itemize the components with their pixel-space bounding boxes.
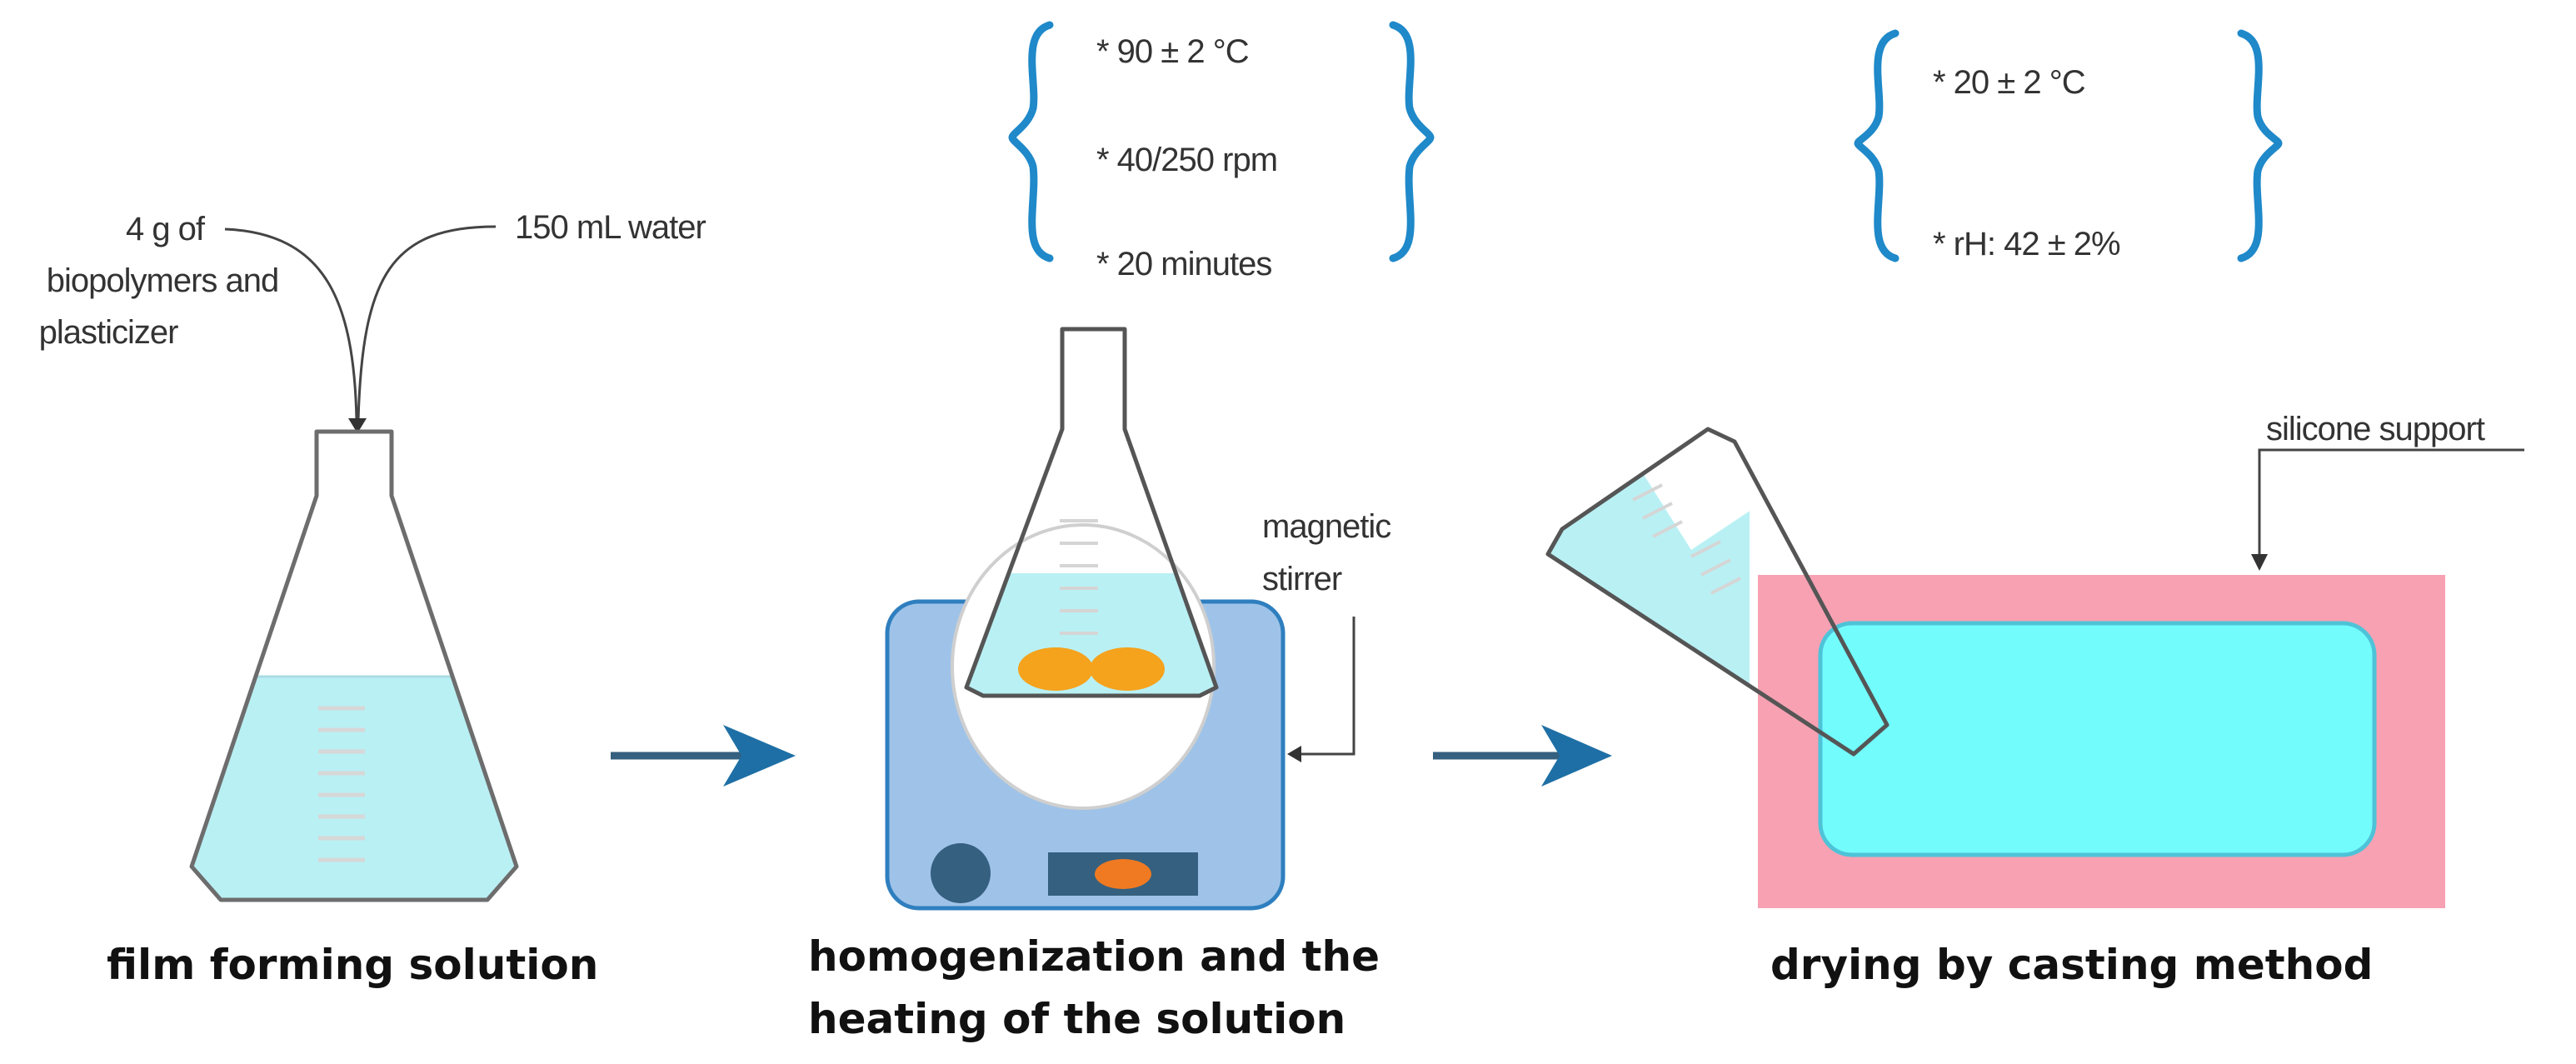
support-callout-head: [2251, 554, 2268, 571]
pouring-flask-outline: [1545, 427, 1890, 757]
input-arrow-right: [357, 225, 497, 422]
cast-film: [1818, 621, 2377, 857]
support-label: silicone support: [2266, 411, 2485, 447]
stage-drying: * 20 ± 2 °C * rH: 42 ± 2% silicone suppo…: [1545, 29, 2524, 989]
stirrer-knob: [931, 843, 991, 903]
flask-outline: [189, 429, 519, 902]
stage-homogenization: * 90 ± 2 °C * 40/250 rpm * 20 minutes: [808, 21, 1435, 1043]
stir-bar-right: [1090, 647, 1165, 691]
caption-heating: heating of the solution: [808, 995, 1345, 1043]
stirrer-callout-head: [1287, 746, 1301, 762]
conditions-brace-right: [1389, 21, 1435, 262]
input-biopolymers-label-3: plasticizer: [39, 314, 179, 351]
drying-brace-right: [2237, 29, 2283, 262]
pouring-flask-empty: [1641, 429, 1766, 550]
drying-temperature: * 20 ± 2 °C: [1933, 64, 2085, 101]
flask2-outline: [964, 327, 1219, 698]
flask-liquid: [192, 677, 517, 900]
input-arrow-left: [224, 227, 358, 422]
flow-arrow-2-icon: [1433, 725, 1612, 787]
stir-bar-left: [1018, 647, 1093, 691]
condition-speed: * 40/250 rpm: [1096, 142, 1277, 178]
graduation-marks: [318, 706, 365, 862]
caption-homogenization: homogenization and the: [808, 932, 1380, 981]
stirrer-indicator: [1095, 859, 1151, 889]
stirrer-callout-line: [1300, 617, 1355, 756]
erlenmeyer-flask-icon: [189, 429, 519, 902]
condition-temperature: * 90 ± 2 °C: [1096, 33, 1249, 70]
drying-brace-left: [1854, 29, 1900, 262]
input-biopolymers-label: 4 g of: [126, 211, 206, 247]
stage-film-forming: 4 g of biopolymers and plasticizer 150 m…: [39, 209, 707, 989]
caption-film-forming: film forming solution: [107, 941, 598, 989]
drying-humidity: * rH: 42 ± 2%: [1933, 226, 2120, 262]
condition-time: * 20 minutes: [1096, 246, 1271, 282]
pouring-flask-marks: [1632, 483, 1741, 595]
erlenmeyer-flask-heating-icon: [964, 327, 1219, 698]
flow-arrow-1-icon: [611, 725, 796, 787]
stirrer-label-2: stirrer: [1262, 561, 1342, 597]
conditions-brace-left: [1008, 21, 1054, 262]
stirrer-label: magnetic: [1262, 508, 1390, 545]
input-biopolymers-label-2: biopolymers and: [47, 262, 279, 299]
input-arrow-head: [348, 418, 367, 433]
caption-drying: drying by casting method: [1770, 941, 2373, 989]
input-water-label: 150 mL water: [515, 209, 706, 246]
support-callout-line: [2258, 448, 2524, 557]
flask2-graduation-marks: [1060, 519, 1098, 635]
